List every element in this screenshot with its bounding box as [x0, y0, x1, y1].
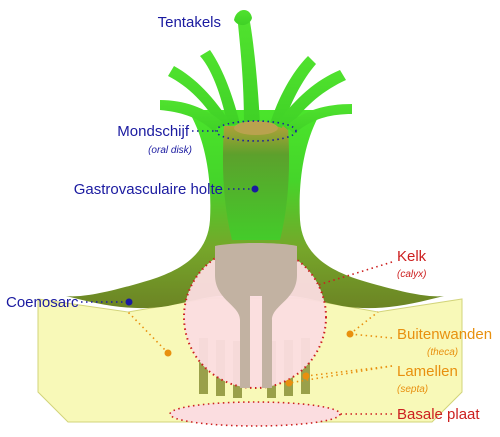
- central-skeleton: [215, 243, 297, 388]
- dot-gastro: [251, 185, 259, 193]
- label-kelk-sub: (calyx): [397, 269, 426, 280]
- label-lamellen: Lamellen: [397, 363, 458, 380]
- tentacle-center: [238, 22, 260, 124]
- tentacle-left-inner: [200, 50, 240, 126]
- label-buitenwanden: Buitenwanden: [397, 326, 492, 343]
- basal-plate: [169, 401, 341, 427]
- dot-coenosarc: [125, 298, 133, 306]
- leader-buitenwanden: [349, 333, 393, 339]
- label-mondschijf: Mondschijf: [117, 123, 190, 140]
- tentacle-left-mid: [168, 66, 230, 128]
- calyx-outline: [183, 245, 327, 389]
- dot-septa-a: [285, 379, 293, 387]
- theca-outline: [127, 311, 379, 354]
- label-gastro: Gastrovasculaire holte: [74, 181, 223, 198]
- dot-theca-left: [164, 349, 172, 357]
- label-buitenwanden-sub: (theca): [427, 347, 458, 358]
- dot-theca-right: [346, 330, 354, 338]
- gastrovascular-cavity: [222, 126, 290, 240]
- tentacle-right-outer: [286, 104, 352, 134]
- dot-septa-b: [302, 372, 310, 380]
- oral-disk: [234, 121, 278, 135]
- oral-disk-outline: [215, 120, 297, 142]
- tentacle-left-outer: [160, 100, 222, 132]
- label-coenosarc: Coenosarc: [6, 294, 79, 311]
- labels: Tentakels Mondschijf (oral disk) Gastrov…: [6, 14, 492, 423]
- label-kelk: Kelk: [397, 248, 427, 265]
- tentacle-right-mid: [278, 70, 346, 130]
- label-basale: Basale plaat: [397, 406, 480, 423]
- label-tentakels: Tentakels: [158, 14, 221, 31]
- tentacle-right-inner: [270, 56, 316, 128]
- label-mondschijf-sub: (oral disk): [148, 145, 192, 156]
- tentacles: [160, 9, 352, 134]
- label-lamellen-sub: (septa): [397, 384, 428, 395]
- leader-lines: [81, 130, 393, 415]
- marker-dots: [125, 185, 354, 387]
